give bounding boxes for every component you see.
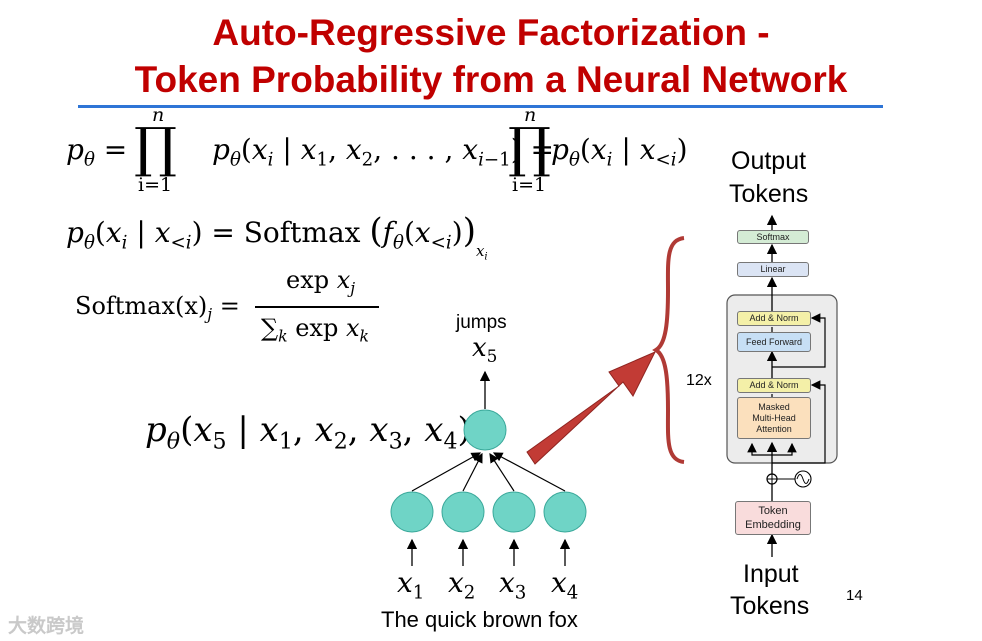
product-symbol-2: ∏: [508, 116, 551, 179]
slide-title-line-1: Auto-Regressive Factorization -: [212, 12, 770, 53]
equation-next-token: pθ(x5 | x1, x2, x3, x4): [145, 410, 471, 455]
input-node-2: [441, 491, 485, 533]
product-symbol-1: ∏: [134, 116, 177, 179]
input-caption: The quick brown fox: [381, 607, 578, 632]
input-node-1: [390, 491, 434, 533]
edge-3: [489, 452, 515, 492]
title-underline: [78, 105, 883, 108]
input-variable-2: x2: [448, 566, 476, 604]
input-tokens-label-2: Tokens: [730, 592, 810, 620]
input-variable-1: x1: [397, 566, 425, 604]
output-word: jumps: [456, 312, 507, 333]
slide-title-line-2: Token Probability from a Neural Network: [134, 59, 848, 100]
curly-brace: [652, 236, 685, 464]
product-upper-limit-2: n: [524, 104, 537, 126]
equation-product-left: pθ =: [66, 133, 128, 171]
fraction-bar: [255, 306, 379, 308]
embedding-label-1: Token: [758, 505, 788, 517]
product-lower-limit-2: i=1: [512, 174, 547, 196]
input-node-3: [492, 491, 536, 533]
input-variable-4: x4: [551, 566, 579, 604]
residual-1: [772, 380, 826, 464]
watermark-text: 大数跨境: [8, 616, 85, 637]
equation-softmax-definition: Softmax(x)j =: [75, 292, 240, 324]
edge-4: [492, 452, 566, 492]
edge-1: [411, 452, 482, 492]
feed-forward-block: Feed Forward: [737, 332, 811, 352]
input-tokens-label-1: Input: [743, 560, 799, 588]
add-norm-top-block: Add & Norm: [737, 311, 811, 326]
add-norm-bottom-block: Add & Norm: [737, 378, 811, 393]
output-tokens-label-1: Output: [731, 147, 807, 175]
equation-product-right: pθ(xi | x<i): [551, 133, 688, 171]
softmax-denominator: ∑k exp xk: [261, 314, 369, 346]
big-red-arrow: [526, 350, 657, 465]
softmax-numerator: exp xj: [286, 266, 356, 298]
output-node: [463, 409, 507, 451]
equation-product-middle: pθ(xi | x1, x2, . . . , xi−1) =: [212, 133, 554, 171]
product-upper-limit-1: n: [152, 104, 165, 126]
embedding-label-2: Embedding: [745, 519, 801, 531]
product-lower-limit-1: i=1: [138, 174, 173, 196]
output-variable: x5: [472, 333, 498, 366]
output-tokens-label-2: Tokens: [729, 180, 809, 208]
equation-softmax-conditional: pθ(xi | x<i) = Softmax (fθ(x<i))xi: [66, 211, 488, 262]
page-number: 14: [846, 587, 863, 604]
softmax-block: Softmax: [737, 230, 809, 244]
input-variable-3: x3: [499, 566, 527, 604]
residual-2: [772, 313, 826, 368]
attention-label-3: Attention: [756, 423, 792, 434]
token-embedding-block: Token Embedding: [735, 501, 811, 535]
attention-label-1: Masked: [758, 401, 790, 412]
repeat-label: 12x: [686, 372, 712, 389]
masked-attention-block: Masked Multi-Head Attention: [737, 397, 811, 439]
input-node-4: [543, 491, 587, 533]
attention-label-2: Multi-Head: [752, 412, 796, 423]
linear-block: Linear: [737, 262, 809, 277]
edge-2: [462, 452, 483, 492]
